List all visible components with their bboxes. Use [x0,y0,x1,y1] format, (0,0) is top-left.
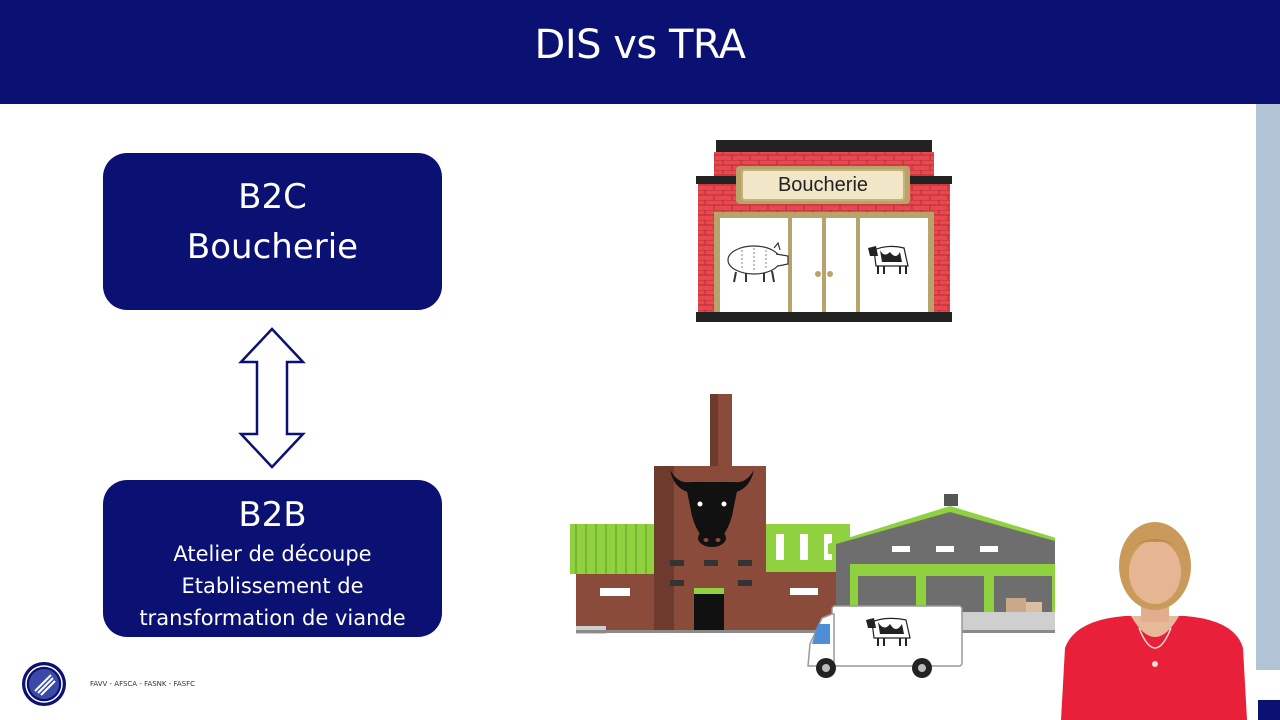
butcher-shop-illustration: Boucherie [696,140,952,322]
b2b-line: Etablissement de [181,574,364,598]
right-edge-accent [1258,700,1280,720]
b2c-heading: B2C [238,177,307,217]
b2b-line: Atelier de découpe [173,542,372,566]
pig-icon [727,241,789,283]
presenter-video [1055,518,1255,720]
b2b-heading: B2B [238,495,307,535]
shop-sign-text: Boucherie [778,174,868,196]
title-bar: DIS vs TRA [0,0,1280,104]
b2c-box: B2C Boucherie [103,153,442,310]
b2b-box: B2B Atelier de découpe Etablissement de … [103,480,442,637]
favv-logo-icon [22,662,66,706]
double-arrow-icon [238,327,306,469]
footer-agency-names: FAVV - AFSCA - FASNK - FASFC [90,680,196,688]
bull-head-icon [670,470,754,547]
factory-illustration [570,394,1076,678]
cow-icon [868,245,909,274]
slide-title: DIS vs TRA [534,22,746,68]
right-edge-bar [1256,104,1280,670]
delivery-truck-icon [807,605,963,678]
b2b-line: transformation de viande [139,606,406,630]
b2c-subheading: Boucherie [186,227,359,267]
